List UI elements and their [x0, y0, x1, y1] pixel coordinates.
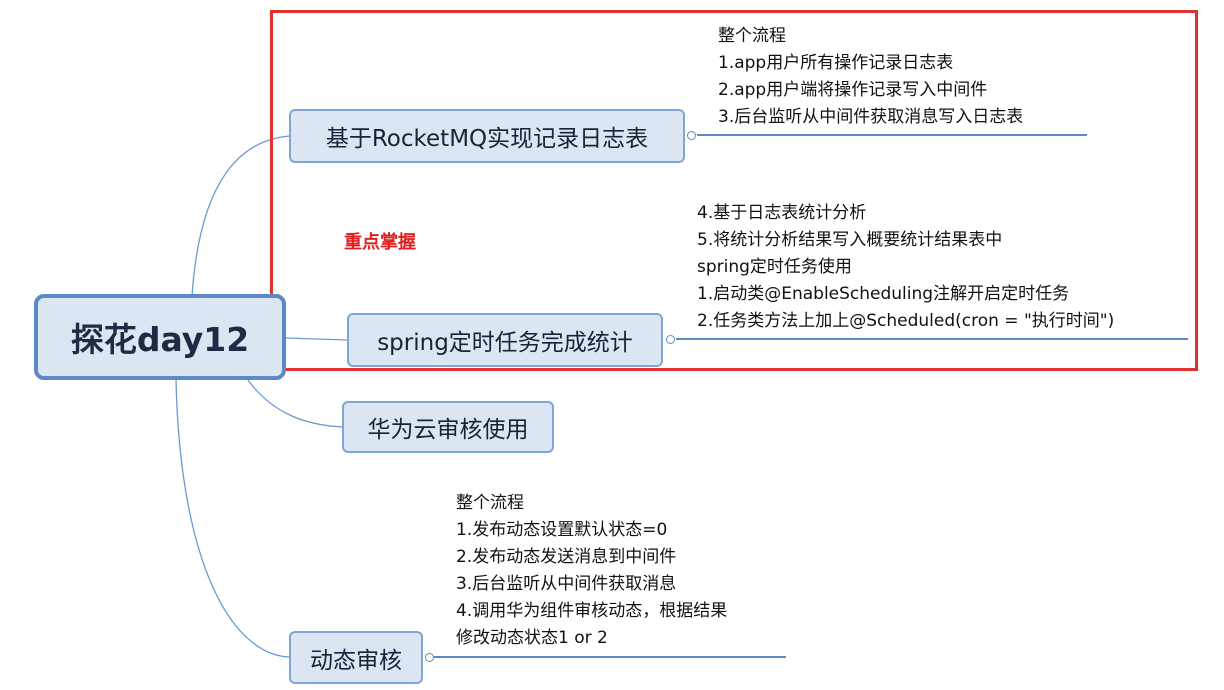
note-line: 4.基于日志表统计分析	[697, 203, 867, 223]
note-line: spring定时任务使用	[697, 257, 852, 277]
note-line: 3.后台监听从中间件获取消息写入日志表	[718, 107, 1024, 127]
branch-rocketmq-log[interactable]: 基于RocketMQ实现记录日志表	[289, 109, 685, 163]
emphasis-label: 重点掌握	[344, 232, 416, 253]
collapse-toggle-icon[interactable]	[687, 131, 696, 140]
note-spring-scheduled: 4.基于日志表统计分析 5.将统计分析结果写入概要统计结果表中 spring定时…	[697, 200, 1114, 335]
collapse-toggle-icon[interactable]	[666, 335, 675, 344]
connector-to-branch-3	[247, 379, 344, 428]
note-line: 4.调用华为组件审核动态，根据结果	[456, 601, 728, 621]
root-node[interactable]: 探花day12	[34, 294, 286, 380]
note-line: 2.app用户端将操作记录写入中间件	[718, 80, 988, 100]
note-dynamic-review: 整个流程 1.发布动态设置默认状态=0 2.发布动态发送消息到中间件 3.后台监…	[456, 490, 727, 652]
connector-to-branch-4	[175, 379, 291, 658]
highlight-box	[270, 10, 1198, 371]
note-rocketmq: 整个流程 1.app用户所有操作记录日志表 2.app用户端将操作记录写入中间件…	[718, 23, 1023, 131]
note-line: 整个流程	[718, 26, 786, 46]
note-line: 修改动态状态1 or 2	[456, 628, 608, 648]
note-line: 5.将统计分析结果写入概要统计结果表中	[697, 230, 1003, 250]
note-line: 2.任务类方法上加上@Scheduled(cron = "执行时间")	[697, 311, 1115, 331]
branch-spring-scheduled[interactable]: spring定时任务完成统计	[347, 313, 663, 367]
collapse-toggle-icon[interactable]	[425, 653, 434, 662]
note-line: 1.启动类@EnableScheduling注解开启定时任务	[697, 284, 1070, 304]
note-line: 整个流程	[456, 493, 524, 513]
branch-huawei-cloud-review[interactable]: 华为云审核使用	[342, 401, 554, 453]
note-line: 3.后台监听从中间件获取消息	[456, 574, 677, 594]
connector-to-branch-2	[285, 337, 349, 341]
branch-dynamic-review[interactable]: 动态审核	[289, 631, 423, 684]
note-line: 1.app用户所有操作记录日志表	[718, 53, 954, 73]
note-line: 2.发布动态发送消息到中间件	[456, 547, 677, 567]
note-line: 1.发布动态设置默认状态=0	[456, 520, 668, 540]
